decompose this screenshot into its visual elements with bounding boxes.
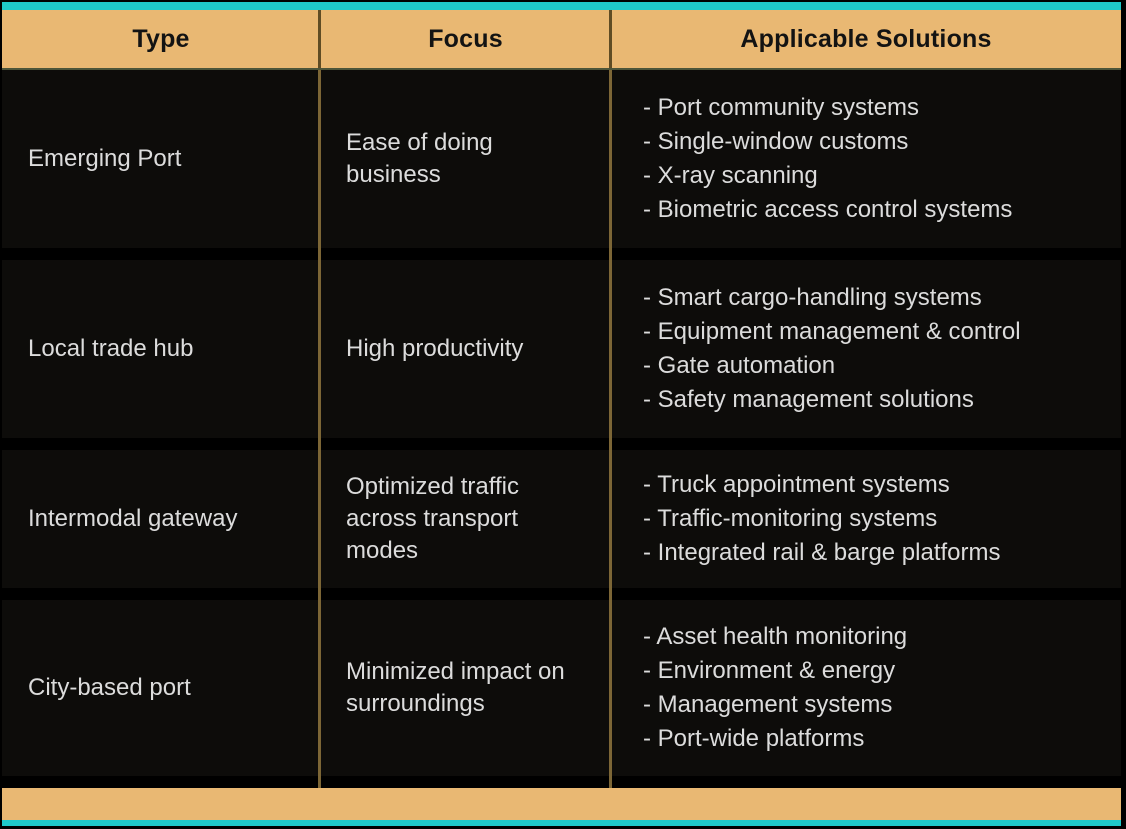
solution-item: - Environment & energy — [643, 657, 896, 684]
solution-item: - X-ray scanning — [643, 162, 818, 189]
solution-item: - Smart cargo-handling systems — [643, 284, 982, 311]
focus-value: Minimized impact on surroundings — [346, 658, 565, 717]
column-header-solutions: Applicable Solutions — [740, 24, 992, 53]
table-header: Type Focus Applicable Solutions — [2, 10, 1121, 70]
table-row-local-trade-hub: Local trade hub High productivity - Smar… — [2, 260, 1121, 438]
type-value: Local trade hub — [28, 335, 194, 362]
table-row-city-based-port: City-based port Minimized impact on surr… — [2, 600, 1121, 776]
table-body: Emerging Port Ease of doing business - P… — [2, 70, 1121, 788]
type-cell: City-based port — [2, 600, 320, 776]
solution-item: - Biometric access control systems — [643, 196, 1013, 223]
solution-item: - Asset health monitoring — [643, 623, 908, 650]
solution-item: - Truck appointment systems — [643, 471, 950, 498]
type-cell: Intermodal gateway — [2, 450, 320, 588]
focus-cell: Optimized traffic across transport modes — [320, 450, 611, 588]
solution-item: - Port-wide platforms — [643, 725, 865, 752]
solution-item: - Single-window customs — [643, 128, 909, 155]
focus-cell: Minimized impact on surroundings — [320, 600, 611, 776]
solutions-cell: - Truck appointment systems - Traffic-mo… — [611, 450, 1121, 588]
solution-item: - Safety management solutions — [643, 386, 974, 413]
focus-cell: Ease of doing business — [320, 70, 611, 248]
top-accent-bar — [2, 2, 1121, 10]
solution-item: - Port community systems — [643, 94, 920, 121]
column-divider-1 — [318, 70, 321, 788]
focus-cell: High productivity — [320, 260, 611, 438]
solution-item: - Gate automation — [643, 352, 836, 379]
solutions-cell: - Port community systems - Single-window… — [611, 70, 1121, 248]
focus-value: Optimized traffic across transport modes — [346, 473, 519, 564]
column-header-type: Type — [132, 24, 190, 53]
focus-value: Ease of doing business — [346, 129, 493, 188]
type-value: City-based port — [28, 674, 191, 701]
solution-item: - Management systems — [643, 691, 893, 718]
bottom-accent-bar — [2, 820, 1121, 826]
solution-item: - Traffic-monitoring systems — [643, 505, 938, 532]
header-divider-1 — [318, 10, 321, 68]
type-value: Intermodal gateway — [28, 505, 238, 532]
table-row-emerging-port: Emerging Port Ease of doing business - P… — [2, 70, 1121, 248]
bottom-tan-bar — [2, 788, 1121, 820]
type-cell: Local trade hub — [2, 260, 320, 438]
column-divider-2 — [609, 70, 612, 788]
type-value: Emerging Port — [28, 145, 182, 172]
table-row-intermodal-gateway: Intermodal gateway Optimized traffic acr… — [2, 450, 1121, 588]
solution-item: - Equipment management & control — [643, 318, 1021, 345]
focus-value: High productivity — [346, 335, 524, 362]
solutions-cell: - Smart cargo-handling systems - Equipme… — [611, 260, 1121, 438]
solutions-cell: - Asset health monitoring - Environment … — [611, 600, 1121, 776]
solution-item: - Integrated rail & barge platforms — [643, 539, 1001, 566]
column-header-focus: Focus — [428, 24, 503, 53]
header-divider-2 — [609, 10, 612, 68]
type-cell: Emerging Port — [2, 70, 320, 248]
